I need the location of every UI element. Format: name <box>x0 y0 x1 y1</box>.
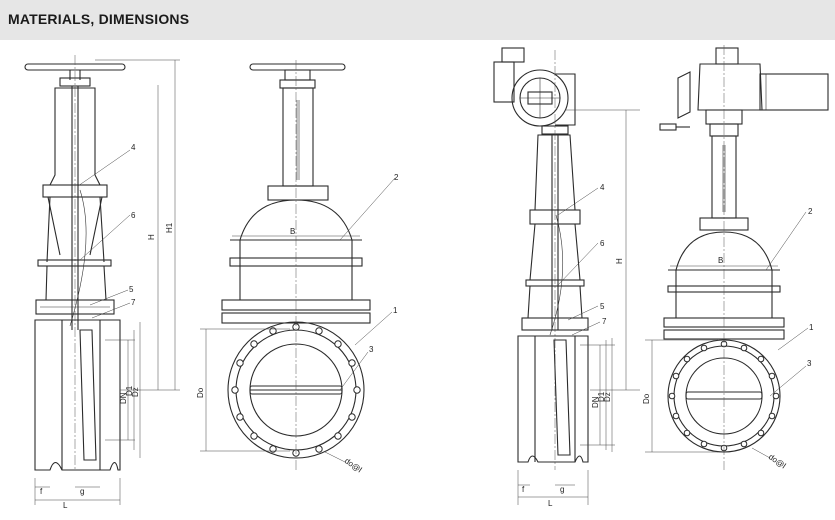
dim-D1-left: D1 <box>125 385 134 396</box>
part-number-5-right: 5 <box>600 302 605 311</box>
part-number-1-left: 1 <box>393 306 398 315</box>
section-title: MATERIALS, DIMENSIONS <box>8 11 190 27</box>
dim-H1-left: H1 <box>165 222 174 233</box>
dim-L-left: L <box>63 501 68 510</box>
manual-valve-front-view: 2 1 3 B Do do@l <box>196 60 399 475</box>
dim-dog-right: do@l <box>767 452 788 470</box>
actuated-valve-side-view: 4 6 5 7 H DN D1 Dz f g L <box>493 47 640 508</box>
part-number-6-right: 6 <box>600 239 605 248</box>
dim-DN-right: DN <box>591 396 600 408</box>
section-header: MATERIALS, DIMENSIONS <box>0 0 835 40</box>
dim-DN-left: DN <box>119 392 128 404</box>
manual-valve-side-view: 4 6 5 7 H H1 DN D1 Dz f g L <box>24 55 180 510</box>
part-number-6-left: 6 <box>131 211 136 220</box>
part-number-3-right: 3 <box>807 359 812 368</box>
bolt-holes-left <box>231 323 361 457</box>
part-number-2-right: 2 <box>808 207 813 216</box>
dim-f-right: f <box>522 485 525 494</box>
bolt-holes-right <box>668 340 780 452</box>
dim-f-left: f <box>40 487 43 496</box>
part-number-4-right: 4 <box>600 183 605 192</box>
dim-dog-left: do@l <box>343 456 364 474</box>
part-number-4-left: 4 <box>131 143 136 152</box>
actuated-valve-front-view: 2 1 3 B Do do@l <box>642 45 829 471</box>
dim-g-right: g <box>560 485 564 494</box>
part-number-3-left: 3 <box>369 345 374 354</box>
dim-H-right: H <box>615 258 624 264</box>
dim-B-right: B <box>718 256 723 265</box>
dim-Do-right: Do <box>642 393 651 404</box>
dim-B-left: B <box>290 227 295 236</box>
dim-g-left: g <box>80 487 84 496</box>
part-number-5-left: 5 <box>129 285 134 294</box>
dim-Dz-right: Dz <box>603 392 612 402</box>
part-number-7-right: 7 <box>602 317 607 326</box>
dim-Do-left: Do <box>196 387 205 398</box>
part-number-7-left: 7 <box>131 298 136 307</box>
part-number-2-left: 2 <box>394 173 399 182</box>
dim-Dz-left: Dz <box>131 387 140 397</box>
part-number-1-right: 1 <box>809 323 814 332</box>
dim-D1-right: D1 <box>597 391 606 402</box>
dim-H-left: H <box>147 234 156 240</box>
dim-L-right: L <box>548 499 553 508</box>
